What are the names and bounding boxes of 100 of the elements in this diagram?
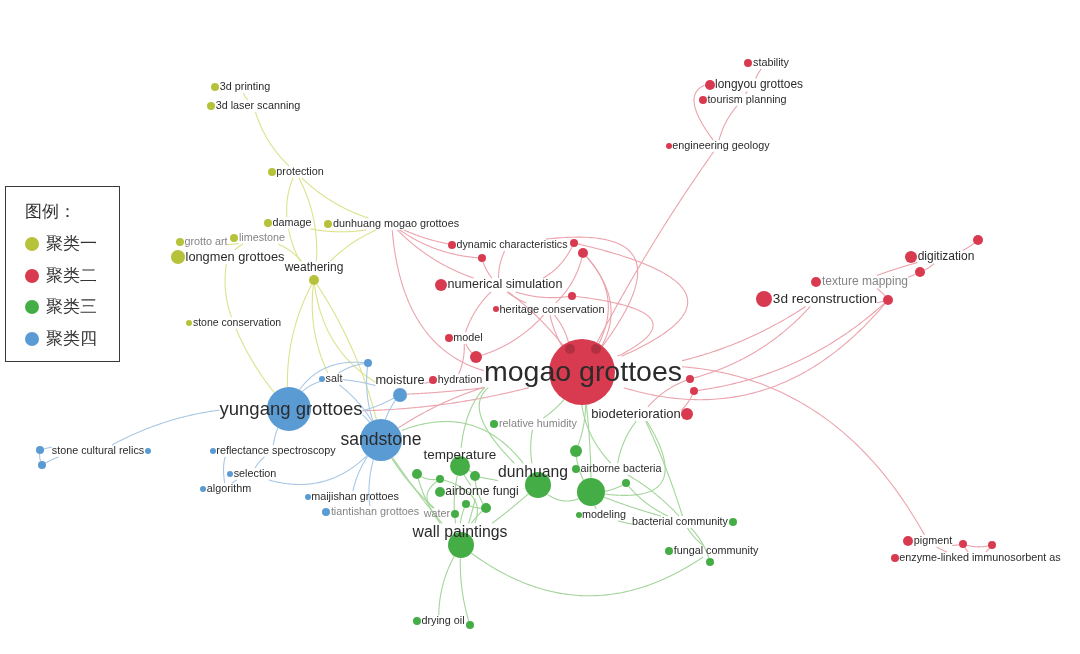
link-line bbox=[693, 84, 714, 141]
link-line bbox=[235, 328, 275, 394]
link-line bbox=[581, 404, 612, 464]
keyword-label: longmen grottoes bbox=[185, 249, 285, 265]
link-line bbox=[272, 427, 279, 446]
link-line bbox=[478, 387, 515, 464]
link-line bbox=[479, 476, 499, 482]
legend-title: 图例： bbox=[25, 201, 76, 222]
keyword-label: dynamic characteristics bbox=[456, 239, 568, 251]
link-line bbox=[44, 456, 60, 464]
link-line bbox=[604, 484, 624, 492]
link-line bbox=[603, 496, 662, 517]
link-line bbox=[286, 283, 313, 388]
link-line bbox=[628, 485, 669, 517]
keyword-label: 3d printing bbox=[219, 81, 271, 93]
keyword-label: tourism planning bbox=[707, 94, 787, 106]
link-line bbox=[647, 379, 687, 408]
keyword-label: drying oil bbox=[421, 615, 465, 627]
link-line bbox=[530, 429, 533, 464]
link-line bbox=[352, 455, 369, 492]
link-line bbox=[697, 302, 885, 392]
link-line bbox=[465, 343, 473, 354]
link-line bbox=[577, 404, 587, 446]
link-line bbox=[311, 284, 329, 374]
link-line bbox=[366, 366, 374, 422]
link-line bbox=[268, 455, 368, 486]
link-line bbox=[396, 229, 475, 279]
link-line bbox=[617, 420, 637, 464]
link-line bbox=[515, 291, 569, 299]
link-line bbox=[443, 479, 478, 524]
link-line bbox=[627, 474, 680, 517]
link-line bbox=[301, 177, 370, 219]
link-line bbox=[985, 547, 991, 553]
link-line bbox=[234, 243, 244, 251]
link-line bbox=[227, 242, 240, 246]
keyword-label: longyou grottoes bbox=[715, 78, 803, 92]
link-line bbox=[254, 111, 290, 167]
link-line bbox=[681, 305, 807, 362]
link-line bbox=[316, 283, 377, 421]
link-line bbox=[693, 305, 811, 379]
keyword-label: digitization bbox=[917, 250, 975, 264]
link-line bbox=[966, 544, 989, 548]
link-line bbox=[549, 314, 563, 347]
keyword-label: stability bbox=[753, 57, 789, 69]
link-line bbox=[277, 243, 303, 262]
keyword-label: numerical simulation bbox=[447, 278, 563, 292]
link-line bbox=[338, 362, 365, 374]
link-line bbox=[468, 469, 473, 473]
link-line bbox=[459, 507, 465, 524]
link-line bbox=[223, 456, 226, 484]
keyword-label: biodeterioration bbox=[591, 406, 681, 422]
link-line bbox=[936, 546, 948, 553]
link-line bbox=[426, 480, 438, 509]
keyword-label: weathering bbox=[284, 261, 344, 275]
keyword-label: pigment bbox=[913, 535, 953, 547]
link-line bbox=[361, 397, 395, 412]
link-line bbox=[458, 343, 465, 375]
link-line bbox=[962, 242, 975, 251]
link-line bbox=[231, 479, 238, 484]
link-line bbox=[438, 555, 455, 616]
link-line bbox=[755, 68, 762, 79]
keyword-label: dunhuang mogao grottoes bbox=[332, 218, 460, 230]
keyword-label: airborne fungi bbox=[445, 485, 519, 499]
link-line bbox=[497, 250, 506, 279]
link-line bbox=[681, 366, 926, 536]
link-line bbox=[298, 177, 318, 262]
link-line bbox=[329, 229, 377, 262]
link-line bbox=[403, 229, 449, 245]
link-line bbox=[453, 475, 458, 524]
keyword-label: grotto art bbox=[184, 236, 228, 248]
link-line bbox=[392, 456, 443, 524]
link-line bbox=[397, 386, 485, 429]
keyword-label: damage bbox=[272, 217, 312, 229]
link-line bbox=[482, 261, 493, 279]
link-line bbox=[420, 476, 437, 481]
link-line bbox=[474, 480, 484, 505]
keyword-label: stone cultural relics bbox=[51, 445, 145, 457]
link-line bbox=[604, 420, 666, 496]
keyword-label: 3d laser scanning bbox=[215, 100, 301, 112]
link-line bbox=[465, 291, 492, 333]
link-line bbox=[391, 457, 435, 509]
keyword-label: maijishan grottoes bbox=[311, 491, 399, 503]
link-line bbox=[361, 414, 371, 423]
link-line bbox=[459, 557, 470, 622]
legend-label: 聚类二 bbox=[46, 265, 97, 286]
link-line bbox=[399, 229, 479, 259]
link-line bbox=[577, 243, 689, 357]
link-line bbox=[506, 291, 527, 304]
keyword-label: wall paintings bbox=[412, 523, 508, 541]
link-line bbox=[507, 291, 564, 346]
keyword-label: engineering geology bbox=[672, 140, 770, 152]
keyword-label: bacterial community bbox=[632, 516, 728, 528]
link-line bbox=[617, 520, 633, 525]
link-line bbox=[39, 453, 42, 462]
link-line bbox=[951, 544, 960, 546]
link-line bbox=[310, 228, 367, 233]
link-line bbox=[876, 300, 884, 304]
link-line bbox=[718, 105, 738, 141]
link-line bbox=[288, 228, 301, 262]
keyword-label: tiantishan grottoes bbox=[330, 506, 420, 518]
